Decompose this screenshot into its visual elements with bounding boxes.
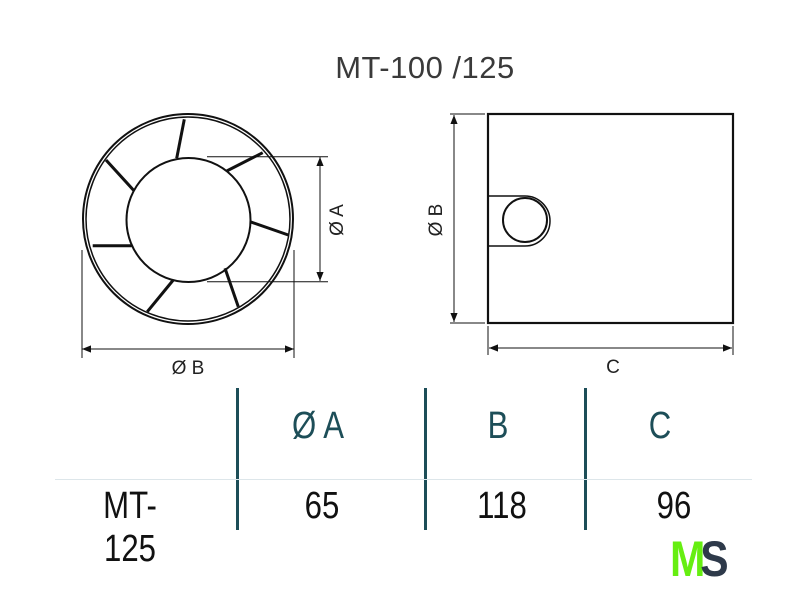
logo-s: S	[700, 531, 728, 587]
dimension-a-label: Ø A	[327, 204, 348, 236]
dimension-b-side	[450, 113, 485, 324]
drawing-title: MT-100 /125	[335, 50, 515, 85]
header-b: B	[487, 405, 509, 447]
value-a: 65	[304, 485, 340, 527]
side-view	[450, 112, 735, 355]
column-divider	[424, 388, 427, 530]
header-c: C	[648, 405, 672, 447]
outer-ring	[82, 113, 294, 325]
blades	[92, 119, 289, 313]
column-divider	[236, 388, 239, 530]
housing	[486, 112, 735, 325]
logo-m: M	[670, 531, 705, 587]
row-divider	[55, 479, 752, 480]
dimension-b-front	[81, 250, 295, 358]
cable-gland	[502, 197, 548, 243]
side-dimension-b-label: Ø B	[426, 204, 447, 237]
dimension-a	[207, 156, 328, 283]
front-view	[81, 113, 328, 358]
ms-logo: MS	[670, 530, 729, 588]
header-a: Ø A	[292, 405, 344, 447]
dimension-c-label: C	[606, 357, 620, 378]
column-divider	[584, 388, 587, 530]
dimension-c	[487, 326, 734, 355]
value-b: 118	[477, 485, 527, 527]
value-c: 96	[656, 485, 692, 527]
row-model: MT-125	[103, 485, 157, 570]
outer-ring-inner	[85, 116, 291, 322]
motor-hub	[125, 157, 252, 283]
cable-tab	[488, 195, 551, 247]
dimension-b-label: Ø B	[172, 358, 205, 379]
